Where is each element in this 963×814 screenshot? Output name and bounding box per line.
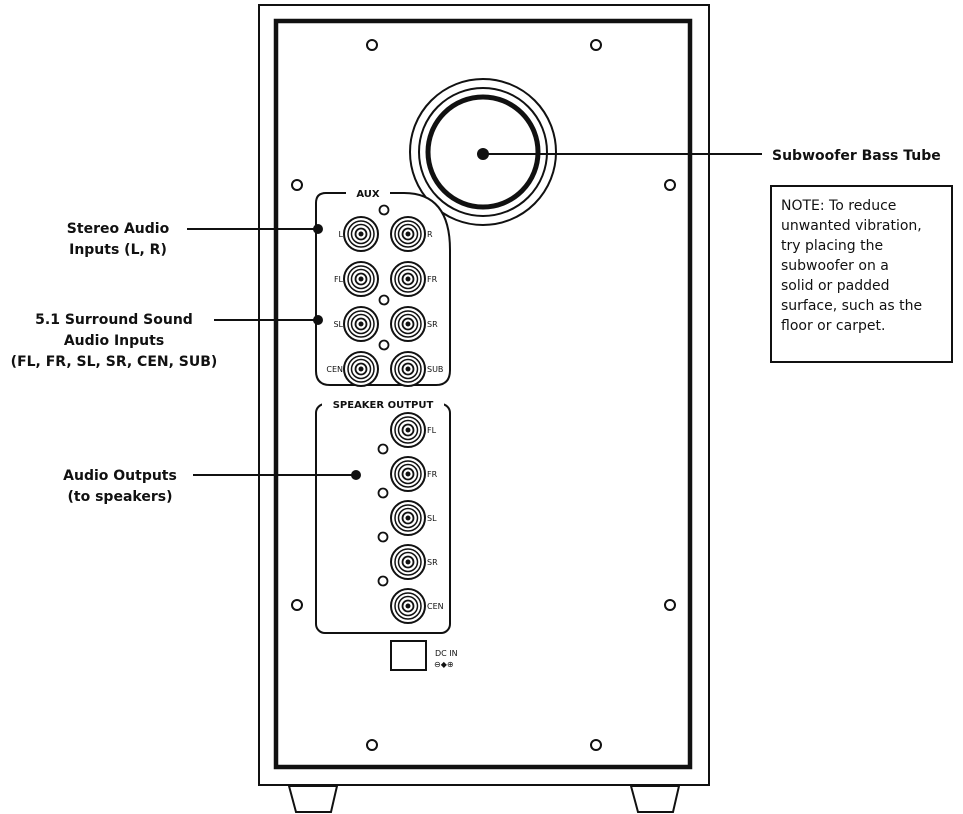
- jack-label: FR: [427, 275, 438, 284]
- dc-polarity-symbol: ⊖◆⊕: [434, 660, 454, 669]
- screw: [664, 599, 676, 611]
- aux-input-plate: [315, 192, 451, 386]
- screw: [366, 739, 378, 751]
- jack-label: FL: [334, 275, 344, 284]
- screw: [590, 739, 602, 751]
- indicator-hole: [377, 443, 389, 455]
- callout-subwoofer-bass-tube: Subwoofer Bass Tube: [772, 148, 941, 164]
- speaker-output-label: SPEAKER OUTPUT: [333, 400, 434, 411]
- jack-label: SUB: [427, 365, 443, 374]
- indicator-hole: [378, 294, 390, 306]
- aux-jack-sr[interactable]: [390, 306, 426, 342]
- jack-label: SL: [427, 514, 437, 523]
- aux-jacks-group: L R FL FR SL SR CEN SUB: [326, 204, 443, 387]
- output-jacks-group: FL FR SL SR CEN: [377, 412, 444, 624]
- foot-left: [287, 785, 339, 813]
- dc-in-label: DC IN: [435, 649, 458, 658]
- aux-jack-cen[interactable]: [343, 351, 379, 387]
- callout-surround-audio-inputs: 5.1 Surround Sound Audio Inputs (FL, FR,…: [10, 312, 218, 370]
- jack-label: R: [427, 230, 433, 239]
- aux-jack-sl[interactable]: [343, 306, 379, 342]
- aux-jack-sub[interactable]: [390, 351, 426, 387]
- output-jack-sr[interactable]: [390, 544, 426, 580]
- dc-in-port[interactable]: [390, 640, 427, 671]
- jack-label: FL: [427, 426, 437, 435]
- indicator-hole: [377, 487, 389, 499]
- jack-label: CEN: [427, 602, 444, 611]
- aux-jack-fl[interactable]: [343, 261, 379, 297]
- note-box: NOTE: To reduce unwanted vibration, try …: [770, 185, 953, 363]
- callout-audio-outputs: Audio Outputs (to speakers): [63, 468, 177, 505]
- jack-label: SR: [427, 558, 438, 567]
- indicator-hole: [377, 575, 389, 587]
- leader-lines: [187, 153, 762, 476]
- output-jack-fl[interactable]: [390, 412, 426, 448]
- screw: [366, 39, 378, 51]
- indicator-hole: [378, 204, 390, 216]
- aux-jack-l[interactable]: [343, 216, 379, 252]
- screw: [291, 179, 303, 191]
- jack-label: CEN: [326, 365, 343, 374]
- aux-jack-fr[interactable]: [390, 261, 426, 297]
- jack-label: SL: [333, 320, 343, 329]
- jack-label: SR: [427, 320, 438, 329]
- screw: [291, 599, 303, 611]
- jack-label: FR: [427, 470, 438, 479]
- foot-right: [629, 785, 681, 813]
- aux-jack-r[interactable]: [390, 216, 426, 252]
- screw: [664, 179, 676, 191]
- jack-label: L: [339, 230, 344, 239]
- leader-dots: [313, 148, 489, 480]
- screw: [590, 39, 602, 51]
- output-jack-sl[interactable]: [390, 500, 426, 536]
- callout-stereo-audio-inputs: Stereo Audio Inputs (L, R): [66, 221, 170, 258]
- indicator-hole: [378, 339, 390, 351]
- output-jack-fr[interactable]: [390, 456, 426, 492]
- aux-label: AUX: [356, 189, 380, 200]
- output-jack-cen[interactable]: [390, 588, 426, 624]
- indicator-hole: [377, 531, 389, 543]
